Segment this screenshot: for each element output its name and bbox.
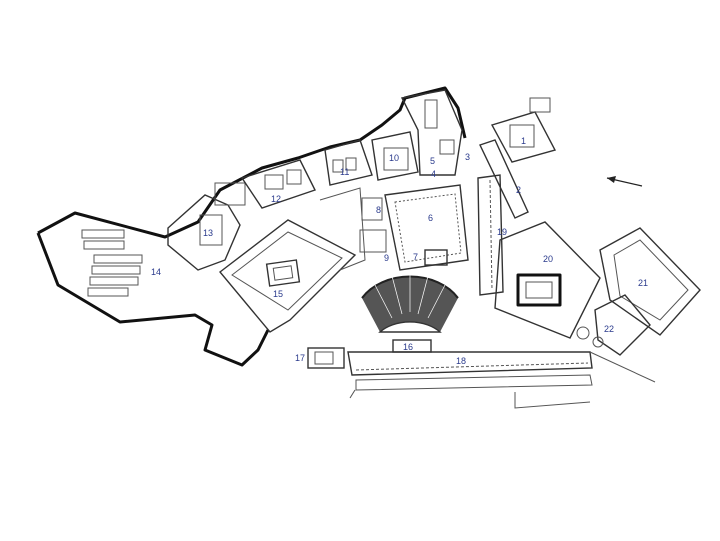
enclosure-wall (37, 86, 467, 239)
area-19-stoa (477, 174, 504, 296)
label-4: 4 (431, 169, 436, 179)
area-20-temple (494, 221, 601, 339)
area-1-building (490, 97, 557, 163)
label-21: 21 (638, 278, 648, 288)
label-5: 5 (430, 156, 435, 166)
label-9: 9 (384, 253, 389, 263)
label-18: 18 (456, 356, 466, 366)
label-20: 20 (543, 254, 553, 264)
area-12-building (240, 159, 316, 209)
label-8: 8 (376, 205, 381, 215)
label-13: 13 (203, 228, 213, 238)
area-17-building (307, 347, 345, 369)
label-12: 12 (271, 194, 281, 204)
area-16-theatre (361, 273, 459, 353)
label-14: 14 (151, 267, 161, 277)
label-6: 6 (428, 213, 433, 223)
label-19: 19 (497, 227, 507, 237)
label-10: 10 (389, 153, 399, 163)
area-6-courtyard (319, 184, 469, 271)
label-16: 16 (403, 342, 413, 352)
label-11: 11 (340, 167, 349, 177)
label-1: 1 (521, 136, 526, 146)
area-18-stoa (347, 351, 593, 399)
label-2: 2 (516, 185, 521, 195)
area-2-stoa (479, 139, 529, 219)
area-13-building (167, 182, 246, 271)
enclosure-wall-south (36, 232, 270, 367)
area-14-benches (81, 229, 143, 297)
area-15-precinct (218, 219, 357, 333)
label-22: 22 (604, 324, 614, 334)
north-arrow-icon (606, 176, 643, 187)
plan-labels: 1 2 3 4 5 6 7 8 9 10 11 12 13 14 15 16 1… (151, 136, 648, 366)
label-7: 7 (413, 252, 418, 262)
area-21-building (599, 227, 701, 336)
area-22-building (576, 294, 651, 356)
label-3: 3 (465, 152, 470, 162)
lower-road (514, 392, 591, 409)
outer-boundary (589, 351, 656, 383)
area-10-11-complex (324, 89, 463, 186)
label-17: 17 (295, 353, 305, 363)
label-15: 15 (273, 289, 283, 299)
